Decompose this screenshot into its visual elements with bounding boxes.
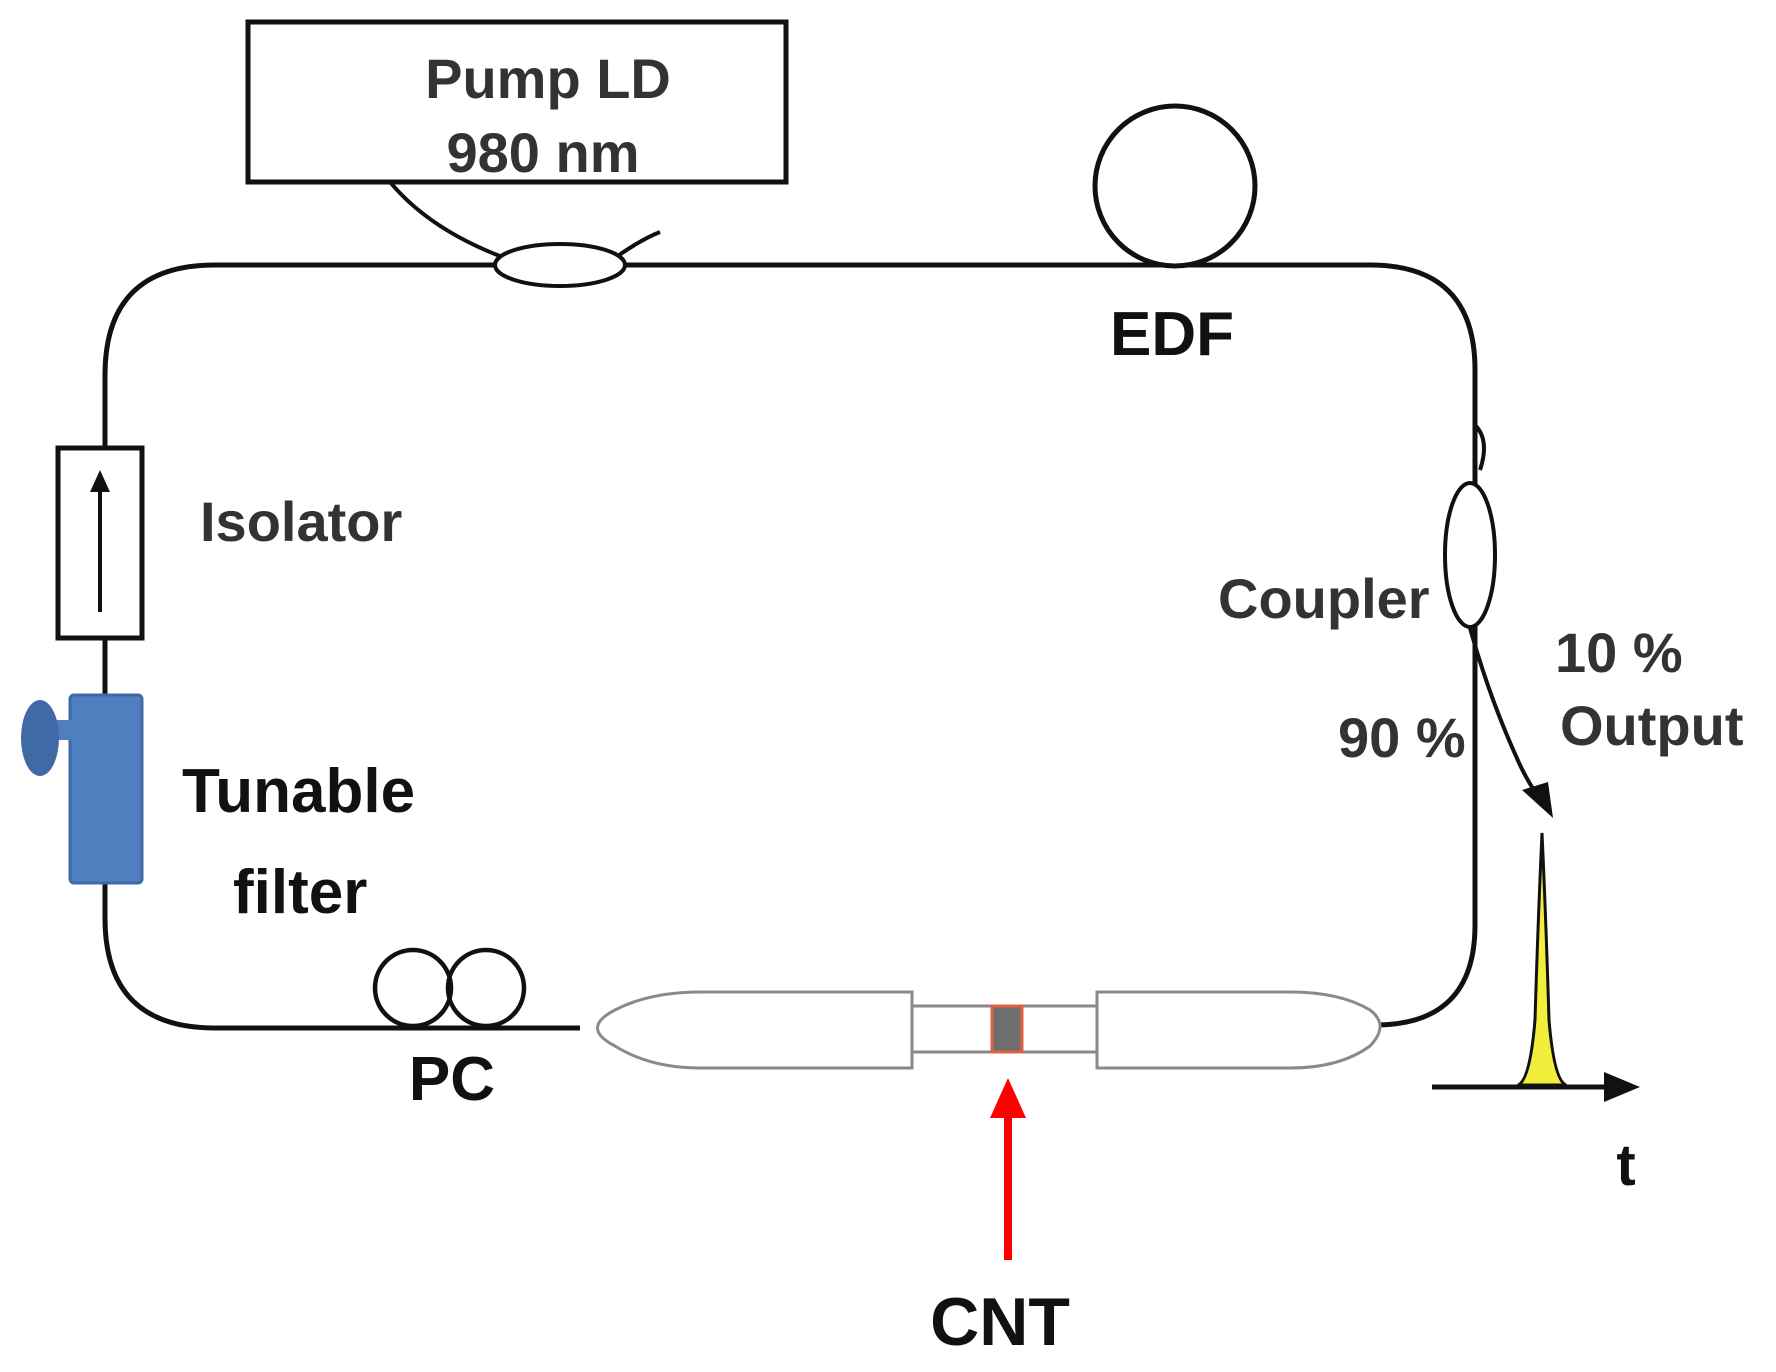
edf-coil xyxy=(1092,103,1258,269)
pump-label-line2: 980 nm xyxy=(447,121,640,184)
edf-label: EDF xyxy=(1110,300,1234,369)
output-arrow-icon xyxy=(1522,782,1553,818)
pump-lead-fiber xyxy=(388,180,506,260)
pulse-shape xyxy=(1517,832,1567,1087)
tunable-filter xyxy=(21,693,144,885)
cnt-label: CNT xyxy=(930,1284,1070,1360)
isolator xyxy=(55,445,145,641)
fiber-ring xyxy=(102,262,1478,1031)
isolator-arrow-icon xyxy=(90,470,110,492)
filter-label-line2: filter xyxy=(233,858,367,927)
cnt-connector-assembly xyxy=(596,990,1382,1070)
wdm-coupler xyxy=(493,242,627,288)
time-axis-label: t xyxy=(1616,1133,1635,1198)
pc-label: PC xyxy=(409,1045,495,1114)
output-coupler xyxy=(1443,423,1553,818)
coupler-label: Coupler xyxy=(1218,567,1430,630)
cnt-sample xyxy=(990,1004,1024,1054)
output-pulse-plot xyxy=(1432,832,1640,1102)
polarization-controller xyxy=(372,947,527,1029)
output-percent-label: 10 % xyxy=(1555,621,1683,684)
output-fiber xyxy=(1468,627,1547,807)
isolator-label: Isolator xyxy=(200,490,402,553)
filter-label-line1: Tunable xyxy=(182,757,415,826)
output-label: Output xyxy=(1560,694,1743,757)
pump-label-line1: Pump LD xyxy=(425,47,671,110)
cnt-pointer-arrow xyxy=(990,1078,1026,1260)
wdm-tail-fiber xyxy=(613,230,661,260)
loop-percent-label: 90 % xyxy=(1338,706,1466,769)
filter-knob-icon xyxy=(21,700,59,776)
pump-laser-diode xyxy=(245,19,789,185)
time-axis-arrow-icon xyxy=(1604,1072,1640,1102)
